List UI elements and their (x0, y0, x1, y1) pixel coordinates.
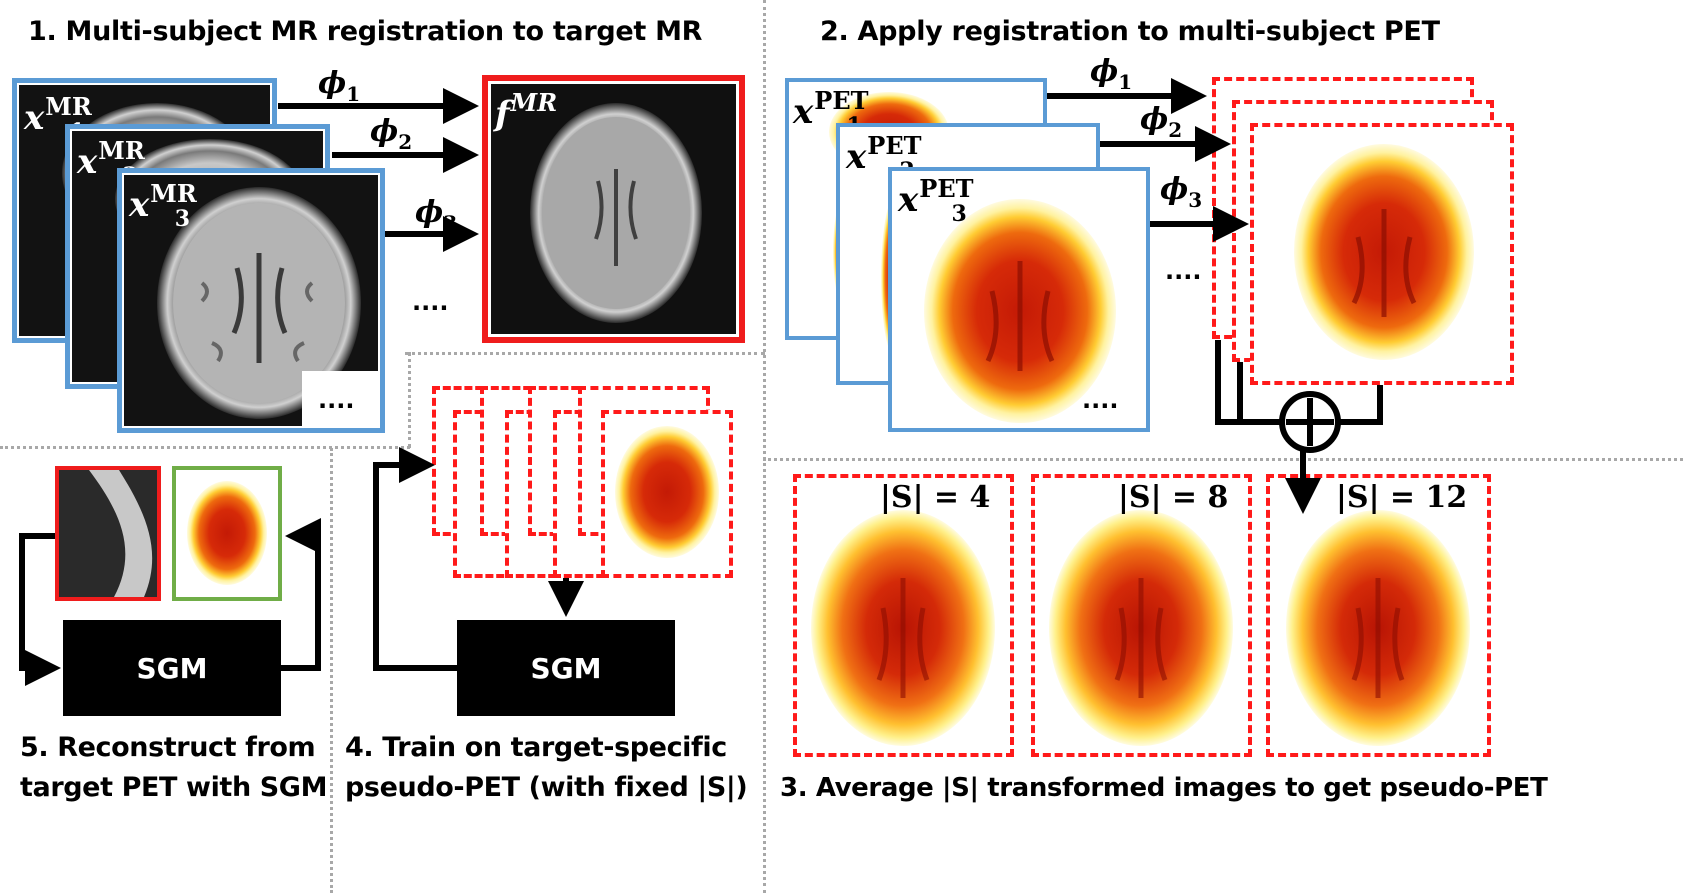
phi-1-step2-sub: 1 (1118, 70, 1133, 94)
mr-target-frame (482, 75, 745, 343)
loop-sgm-to-recon (281, 518, 321, 671)
title-step2: 2. Apply registration to multi-subject P… (820, 16, 1440, 47)
phi-1-step1: ϕ1 (318, 66, 360, 106)
sgm-block-step4: SGM (457, 620, 675, 716)
average-s12-image (1286, 510, 1470, 746)
sum-connector-right (1338, 385, 1383, 425)
mr-subject-1-var: x (24, 98, 45, 138)
mr-subject-3-sup: MR (150, 179, 197, 208)
mr-subject-2-sup: MR (98, 136, 145, 165)
mr-subject-3-sub: 3 (174, 206, 191, 232)
average-s8-label: |S| = 8 (1118, 480, 1229, 515)
caption-step3: 3. Average |S| transformed images to get… (780, 773, 1548, 803)
separator-step1-bottom (0, 446, 410, 449)
average-s4-frame (793, 474, 1014, 757)
separator-step5-step4 (330, 448, 333, 893)
caption-step5-line2: target PET with SGM (20, 772, 328, 803)
phi-1-step2: ϕ1 (1090, 54, 1132, 94)
mr-target-image (530, 103, 702, 323)
mr-target-sup: MR (510, 88, 558, 117)
mr-target-label: fMR (495, 88, 557, 134)
phi-2-step1: ϕ2 (370, 114, 412, 154)
pseudo-pet-stack-8 (601, 410, 733, 578)
pseudo-pet-image (615, 426, 719, 558)
phi-2-step2: ϕ2 (1140, 102, 1182, 142)
phi-1-step2-symbol: ϕ (1090, 54, 1119, 89)
pet-subject-3-sub: 3 (951, 201, 967, 227)
pet-subject-3-label: xPET3 (898, 174, 973, 227)
mr-target-var: f (495, 94, 510, 134)
mr-arrow-ellipsis: .... (412, 288, 449, 316)
sgm-block-step5: SGM (63, 620, 281, 716)
average-s8-image (1049, 510, 1233, 746)
average-s12-frame (1266, 474, 1491, 757)
phi-1-sub: 1 (346, 82, 361, 106)
mr-ellipsis: .... (318, 386, 355, 414)
caption-step4-line2: pseudo-PET (with fixed |S|) (345, 772, 748, 803)
pet-warped-3-image (1294, 144, 1474, 360)
title-step1: 1. Multi-subject MR registration to targ… (28, 16, 703, 47)
sum-connector-left (1215, 340, 1282, 425)
separator-step1-step4 (405, 352, 765, 355)
average-s4-image (811, 510, 995, 746)
pet-warped-3-frame (1250, 123, 1514, 385)
loop-sgm-to-stack (373, 447, 457, 671)
phi-3-step2-symbol: ϕ (1160, 172, 1189, 207)
pet-ellipsis: .... (1082, 386, 1119, 414)
mr-subject-1-sup: MR (45, 92, 92, 121)
recon-pet-image (187, 481, 267, 585)
phi-2-symbol: ϕ (370, 114, 399, 149)
sinogram-image (89, 470, 153, 597)
phi-2-step2-symbol: ϕ (1140, 102, 1169, 137)
phi-2-step2-sub: 2 (1168, 118, 1183, 142)
average-s4-label: |S| = 4 (880, 480, 991, 515)
phi-3-symbol: ϕ (415, 195, 444, 230)
caption-step4: 4. Train on target-specific pseudo-PET (… (345, 728, 748, 808)
phi-3-step2-sub: 3 (1188, 188, 1203, 212)
pet-subject-3-sup: PET (919, 174, 974, 203)
pet-subject-2-sup: PET (867, 131, 922, 160)
pet-subject-2-var: x (846, 137, 867, 177)
recon-pet-frame (172, 466, 282, 601)
loop-sinogram-to-sgm (19, 533, 61, 686)
pet-arrow-ellipsis: .... (1165, 257, 1202, 285)
separator-step2-step3 (763, 458, 1683, 461)
caption-step4-line1: 4. Train on target-specific (345, 732, 727, 763)
separator-step4-left (408, 352, 411, 448)
average-s8-frame (1031, 474, 1252, 757)
separator-vertical-main (763, 0, 766, 893)
average-s12-label: |S| = 12 (1336, 480, 1468, 515)
mr-ellipsis-box (302, 371, 380, 426)
pet-subject-3-image (924, 199, 1116, 423)
pet-subject-1-var: x (793, 92, 814, 132)
mr-subject-3-image (157, 187, 361, 419)
mr-subject-3-var: x (129, 185, 150, 225)
phi-3-step2: ϕ3 (1160, 172, 1202, 212)
pet-subject-1-sup: PET (814, 86, 869, 115)
pet-subject-3-var: x (898, 180, 919, 220)
pet-subject-3-frame (888, 167, 1150, 432)
mr-subject-3-label: xMR3 (129, 179, 197, 232)
phi-1-symbol: ϕ (318, 66, 347, 101)
caption-step5: 5. Reconstruct from target PET with SGM (20, 728, 327, 808)
mr-subject-2-var: x (77, 142, 98, 182)
caption-step5-line1: 5. Reconstruct from (20, 732, 316, 763)
phi-2-sub: 2 (398, 130, 413, 154)
sinogram-frame (55, 466, 161, 601)
mr-subject-3-frame (117, 168, 385, 433)
